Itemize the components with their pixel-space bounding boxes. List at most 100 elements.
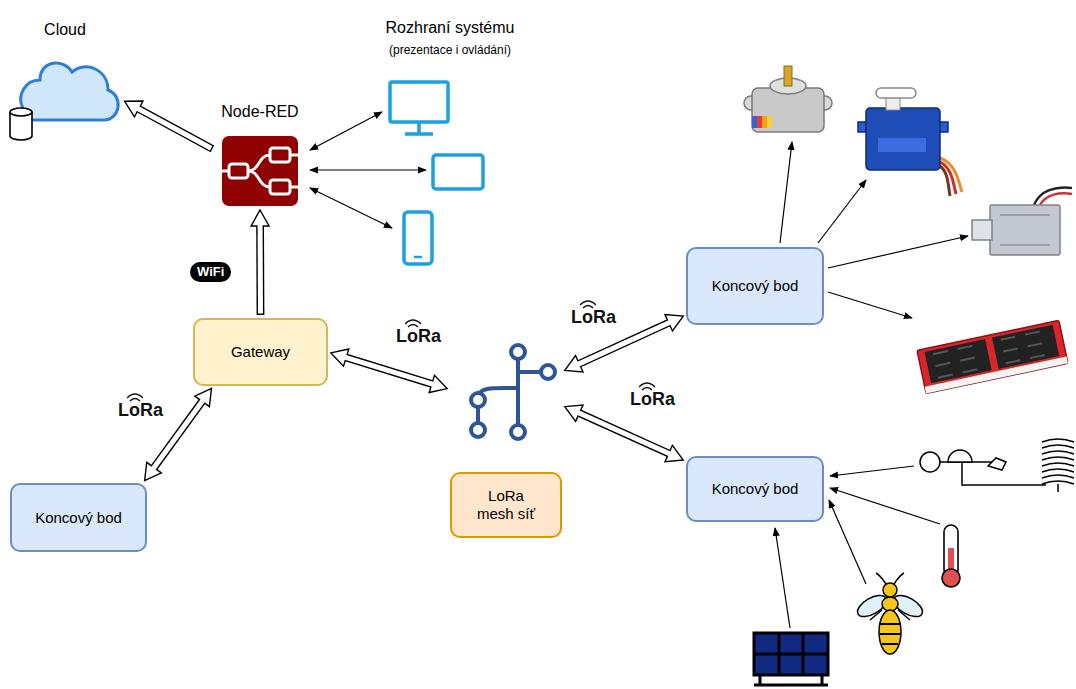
solenoid-icon: [972, 188, 1072, 255]
node-text: LoRa mesh síť: [470, 487, 542, 523]
mesh-icon-part: [511, 345, 525, 359]
hollow-arrow: [125, 101, 213, 149]
node-text: Koncový bod: [712, 480, 799, 498]
solenoid-icon-part: [1040, 193, 1072, 205]
thermometer-icon-part: [942, 569, 960, 587]
weather-station-icon: [920, 439, 1074, 492]
hollow-arrow: [565, 405, 684, 462]
mesh-icon-part: [471, 423, 485, 437]
bee-icon-part: [883, 583, 897, 597]
node-red-icon-part: [270, 148, 290, 162]
stepper-motor-icon-part: [784, 66, 792, 86]
node-text: Gateway: [231, 343, 290, 361]
monitor-icon: [390, 82, 448, 134]
bee-icon-part: [880, 624, 900, 644]
group-title: Rozhraní systému: [386, 19, 515, 37]
mesh-icon-part: [471, 393, 485, 407]
node-text: Cloud: [44, 18, 86, 39]
mesh-icon-part: [478, 352, 548, 432]
thin-arrows-part: [310, 188, 392, 228]
weather-station-icon-part: [948, 450, 972, 462]
endpoint-box: Koncový bod: [10, 483, 147, 552]
monitor-icon-part: [405, 122, 433, 134]
phone-icon-part: [414, 256, 422, 259]
monitor-icon-part: [390, 82, 448, 122]
mesh-icon-part: [541, 365, 555, 379]
group-subtitle: (prezentace i ovládání): [389, 43, 511, 57]
lora-logo: LoRa: [571, 307, 616, 328]
lora-logo: LoRa: [118, 400, 163, 421]
tablet-icon-part: [433, 155, 483, 189]
phone-icon-part: [404, 212, 432, 264]
mesh-icon-part: [511, 425, 525, 439]
node-text: Koncový bod: [35, 509, 122, 527]
stepper-motor-icon-part: [757, 116, 762, 128]
lora-wave: [639, 383, 655, 390]
endpoint-box: Koncový bod: [686, 247, 824, 325]
bee-icon-part: [879, 610, 901, 654]
arrow-shaft-fill: [258, 225, 263, 314]
node-red-icon-part: [222, 155, 298, 187]
arrow-shaft-fill: [137, 108, 211, 148]
arrow-shaft-fill: [345, 357, 434, 384]
servo-icon-part: [866, 108, 940, 170]
node-red-icon-part: [270, 180, 290, 194]
weather-station-icon-part: [1042, 439, 1074, 484]
wifi-logo: WiFi: [190, 262, 231, 282]
lora-waves: [580, 299, 596, 309]
thin-arrows-part: [818, 180, 866, 243]
bee-icon-part: [882, 597, 898, 611]
stepper-motor-icon-part: [762, 116, 767, 128]
lora-logo: LoRa: [396, 326, 441, 347]
thin-arrows-part: [780, 142, 792, 243]
node-red-node: Node-RED: [215, 100, 305, 207]
node-text: Node-RED: [221, 100, 298, 121]
cloud-icon-part: [10, 108, 32, 116]
lora-waves: [639, 381, 655, 391]
node-red-icon: [222, 136, 298, 206]
mesh-icon: [471, 345, 555, 439]
thin-arrows-part: [830, 488, 940, 524]
node-text: Koncový bod: [712, 277, 799, 295]
display-icon-part: [925, 356, 1068, 393]
thermometer-icon: [942, 525, 960, 587]
mesh-node: LoRa mesh síť: [450, 340, 562, 538]
lora-wave: [580, 301, 596, 308]
stepper-motor-icon-part: [752, 116, 757, 128]
servo-icon-part: [878, 138, 926, 152]
arrow-head: [251, 210, 269, 226]
tablet-icon: [433, 155, 483, 189]
node-red-icon-part: [248, 155, 270, 171]
endpoint-box: Koncový bod: [686, 456, 824, 522]
solenoid-icon-part: [972, 220, 992, 240]
solar-panel-icon-part: [754, 633, 828, 675]
arrow-shaft-fill: [578, 413, 670, 455]
stepper-motor-icon-part: [767, 116, 772, 128]
solenoid-icon-part: [1000, 215, 1050, 245]
cloud-node: Cloud: [8, 18, 122, 142]
lora-wave: [127, 394, 143, 401]
thin-arrows: [310, 112, 968, 628]
thin-arrows-part: [828, 292, 912, 318]
solenoid-icon-part: [990, 205, 1060, 255]
cloud-icon: [10, 63, 118, 140]
node-red-icon-part: [248, 171, 270, 187]
weather-station-icon-part: [988, 458, 1006, 470]
solar-panel-icon: [754, 633, 828, 685]
thin-arrows-part: [830, 466, 914, 476]
servo-icon: [858, 88, 962, 196]
solar-panel-icon-part: [754, 633, 828, 675]
node-red-icon-part: [222, 136, 298, 206]
lora-waves: [405, 318, 421, 328]
gateway-box: Gateway: [193, 318, 328, 386]
lora-wave: [405, 320, 421, 327]
servo-icon-part: [940, 166, 950, 196]
lora-logo: LoRa: [630, 389, 675, 410]
phone-icon: [404, 212, 432, 264]
cloud-icon-part: [21, 63, 118, 120]
node-red-icon-part: [229, 164, 248, 178]
